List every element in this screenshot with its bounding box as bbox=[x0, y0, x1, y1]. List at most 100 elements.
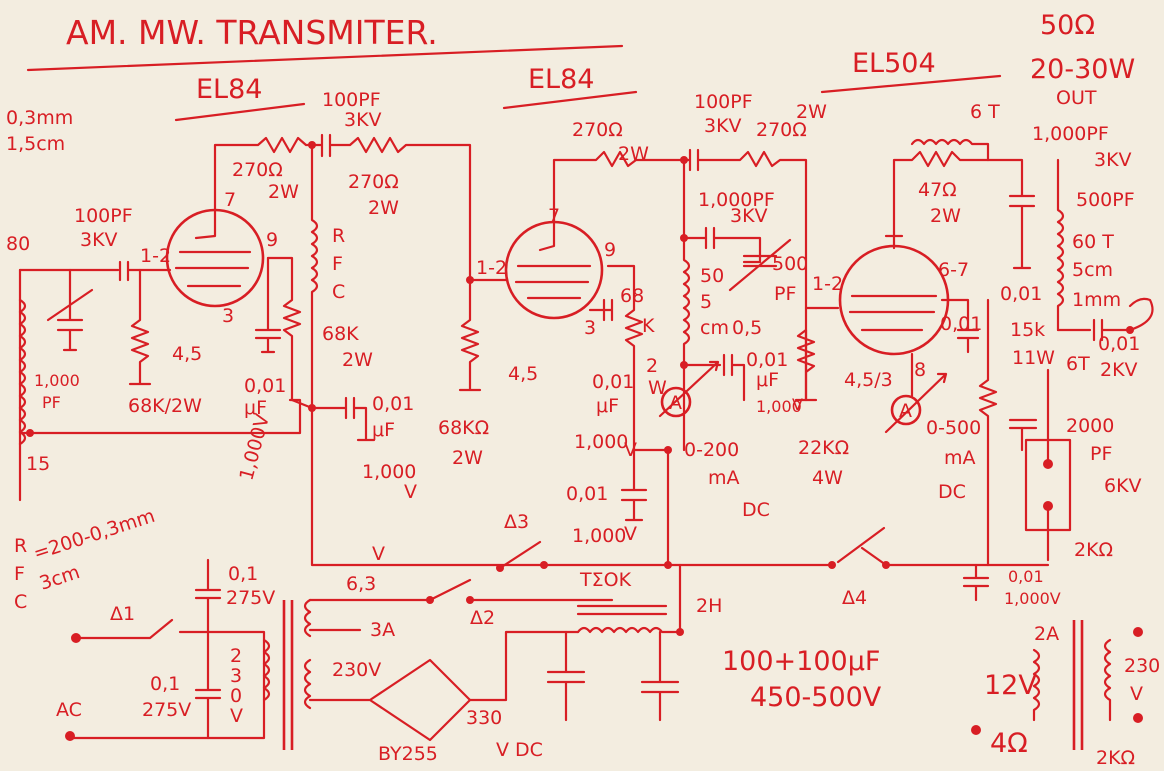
title-underline bbox=[26, 44, 624, 72]
s3-link-label: 2KV bbox=[1100, 359, 1138, 381]
s3-chv-label: PF bbox=[1090, 443, 1112, 465]
rfc2-label: R bbox=[332, 225, 345, 247]
s2-rgrid-label: 68KΩ bbox=[438, 417, 489, 439]
s2-supply-cap bbox=[620, 448, 648, 522]
s2-tune-label: 500 bbox=[772, 253, 808, 275]
osc-cap-label: 3KV bbox=[80, 229, 118, 251]
choke-core bbox=[576, 604, 668, 616]
s2-rplate-label: 2W bbox=[618, 143, 649, 165]
s3-cout-label: 1,000PF bbox=[1032, 123, 1109, 145]
s2-cscreen-label: 0,01 bbox=[592, 371, 634, 393]
primary-label: 230V bbox=[332, 659, 381, 681]
s1-rseries-label: 2W bbox=[368, 197, 399, 219]
s1-cap-label: 3KV bbox=[344, 109, 382, 131]
tube1-label: EL84 bbox=[196, 74, 262, 105]
rfc2-label: C bbox=[332, 281, 345, 303]
junction-dot bbox=[308, 404, 316, 412]
s2-bypass-label: μF bbox=[756, 369, 779, 391]
s2-pad-label: 0,5 bbox=[732, 317, 762, 339]
s2-rscreen-label: W bbox=[648, 377, 667, 399]
output-terminal bbox=[1126, 326, 1134, 334]
s2-meter-range: mA bbox=[708, 467, 740, 489]
schematic-title: AM. MW. TRANSMITER. bbox=[66, 13, 438, 52]
s3-cout-label: 3KV bbox=[1094, 149, 1132, 171]
filter-caps bbox=[546, 630, 680, 722]
junction-dot bbox=[676, 628, 684, 636]
s2-tank-cap-label: 1,000PF bbox=[698, 189, 775, 211]
power-supply: Δ1 AC 0,1 275V 0,1 275V 2 3 0 V 6,3 3A Δ… bbox=[56, 558, 882, 765]
hv-cap-label: 0,01 bbox=[1008, 567, 1044, 586]
s2-pin-grid: 1-2 bbox=[476, 257, 507, 279]
oscillator-stage: 80 15 100PF 3KV 1,000 PF 7 1-2 9 3 4,5 6… bbox=[6, 189, 302, 613]
mains-label: 3 bbox=[230, 665, 242, 687]
s3-meter-wire bbox=[884, 352, 948, 434]
s2-pin-heater: 4,5 bbox=[508, 363, 538, 385]
osc-trimmer bbox=[46, 268, 94, 352]
osc-coil bbox=[18, 298, 27, 446]
s2-cscreen-label: μF bbox=[596, 395, 619, 417]
choke-coil bbox=[576, 563, 682, 634]
s1-rgrid-label: 2W bbox=[268, 181, 299, 203]
s3-hv-cap-box bbox=[1024, 438, 1072, 532]
s3-pin-heater: 4,5/3 bbox=[844, 369, 893, 391]
s2-supply-wire bbox=[632, 448, 670, 567]
tube3-underline bbox=[820, 74, 1002, 94]
s2-csupply-label: 1,000 bbox=[572, 525, 626, 547]
s2-coil-label: 50 bbox=[700, 265, 724, 287]
power-label: 20-30W bbox=[1030, 54, 1135, 85]
heater-label: 6,3 bbox=[346, 573, 376, 595]
tube3-label: EL504 bbox=[852, 48, 936, 79]
osc-tap-label: 15 bbox=[26, 453, 50, 475]
transformer-primary bbox=[262, 638, 271, 702]
s3-parasitic-resistor bbox=[892, 150, 990, 234]
s2-rseries-label: 2W bbox=[796, 101, 827, 123]
hv-bus: Δ4 Δ3 0,01 1,000V bbox=[496, 511, 1061, 609]
aux-secondary bbox=[1032, 648, 1041, 722]
s2-ccouple-label: 100PF bbox=[694, 91, 753, 113]
x-caps bbox=[194, 558, 222, 740]
switch-d3-label: Δ3 bbox=[504, 511, 529, 533]
s2-rscreen-label: 2 bbox=[646, 355, 658, 377]
s2-rleak-label: 22KΩ bbox=[798, 437, 849, 459]
s2-coil-label: cm bbox=[700, 317, 729, 339]
s3-coil-label: 60 T bbox=[1072, 231, 1114, 253]
osc-tube-electrodes bbox=[174, 208, 252, 288]
s3-tap-label: 6T bbox=[1066, 353, 1090, 375]
rfc1-label: F bbox=[14, 563, 25, 585]
s3-chv-label: 2000 bbox=[1066, 415, 1114, 437]
s2-bypass-label: V bbox=[792, 395, 803, 414]
filter-label: 100+100μF bbox=[722, 646, 880, 677]
osc-grid-leak-resistor bbox=[128, 268, 152, 386]
xcap-label: 0,1 bbox=[228, 563, 258, 585]
osc-turns-label: 80 bbox=[6, 233, 30, 255]
s3-rbleed-label: 2KΩ bbox=[1074, 539, 1113, 561]
s1-bypass-label: 1,000 bbox=[362, 461, 416, 483]
hv-mark: V bbox=[372, 543, 385, 565]
switch-d4-lever bbox=[836, 526, 886, 564]
osc-bypass-label: 1,000V bbox=[235, 412, 274, 483]
s3-meter-range: mA bbox=[944, 447, 976, 469]
wire-spec-label: 1,5cm bbox=[6, 133, 65, 155]
aux-transformer-core bbox=[1072, 620, 1084, 750]
s3-meter bbox=[890, 394, 922, 426]
osc-trim-label: PF bbox=[42, 393, 61, 412]
s1-rscreen-label: 2W bbox=[342, 349, 373, 371]
s2-meter bbox=[660, 386, 692, 418]
s3-meter-range: DC bbox=[938, 481, 966, 503]
s2-meter-range: 0-200 bbox=[684, 439, 739, 461]
s2-rleak-label: 4W bbox=[812, 467, 843, 489]
mains-label: V bbox=[230, 705, 243, 727]
osc-trim-label: 1,000 bbox=[34, 371, 80, 390]
ac-label: AC bbox=[56, 699, 82, 721]
s3-cscreen-label: 0,01 bbox=[940, 313, 982, 335]
switch-contact bbox=[426, 596, 434, 604]
aux-primary-label: 230 bbox=[1124, 655, 1160, 677]
switch-contact bbox=[882, 561, 890, 569]
s3-tube-envelope bbox=[838, 244, 950, 356]
filter-label: 450-500V bbox=[750, 682, 882, 713]
switch-d3-lever bbox=[498, 540, 542, 570]
wire-spec-label: 0,3mm bbox=[6, 107, 73, 129]
s2-grid-leak-resistor bbox=[794, 328, 818, 402]
dcout-label: 330 bbox=[466, 707, 502, 729]
